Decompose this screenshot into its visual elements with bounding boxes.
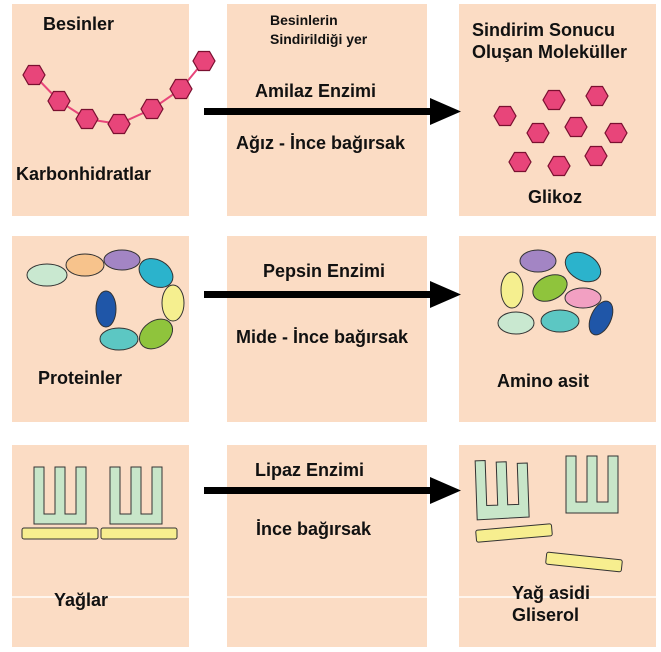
hexagon-icon bbox=[564, 116, 588, 138]
glycerol bbox=[475, 523, 553, 543]
hexagon-icon bbox=[22, 64, 46, 86]
hexagon-icon bbox=[140, 98, 164, 120]
amino-acid bbox=[500, 271, 524, 309]
hexagon-icon bbox=[107, 113, 131, 135]
fatty-acid bbox=[33, 466, 87, 525]
hexagon-icon bbox=[526, 122, 550, 144]
amino-acid bbox=[519, 249, 557, 273]
glycerol bbox=[100, 527, 178, 540]
amino-acid bbox=[497, 311, 535, 335]
digestion-place: İnce bağırsak bbox=[256, 519, 372, 539]
enzyme-label: Pepsin Enzimi bbox=[263, 261, 386, 281]
amino-acid bbox=[99, 327, 139, 351]
hexagon-icon bbox=[75, 108, 99, 130]
food-label: Proteinler bbox=[38, 368, 123, 388]
fatty-acid bbox=[565, 455, 619, 514]
digestion-place: Ağız - İnce bağırsak bbox=[236, 133, 406, 153]
arrow-icon bbox=[204, 281, 461, 308]
hexagon-icon bbox=[585, 85, 609, 107]
glucose-molecules bbox=[493, 85, 628, 177]
food-label: Yağlar bbox=[54, 590, 109, 610]
hexagon-icon bbox=[508, 151, 532, 173]
hexagon-icon bbox=[192, 50, 216, 72]
amino-acid bbox=[532, 274, 568, 302]
enzyme-label: Lipaz Enzimi bbox=[255, 460, 365, 480]
amino-acid bbox=[564, 251, 602, 283]
fat-molecules bbox=[21, 466, 178, 540]
result-label: Glikoz bbox=[528, 187, 583, 207]
arrow-icon bbox=[204, 477, 461, 504]
fatty-acid bbox=[474, 459, 530, 521]
header-result-line2: Oluşan Moleküller bbox=[472, 42, 628, 62]
header-result-line1: Sindirim Sonucu bbox=[472, 20, 616, 40]
header-place-line2: Sindirildiği yer bbox=[270, 31, 368, 47]
amino-acid bbox=[138, 258, 174, 288]
protein-chain bbox=[26, 249, 185, 351]
glycerol bbox=[545, 551, 623, 573]
amino-acid bbox=[588, 300, 614, 336]
amino-acid bbox=[540, 309, 580, 333]
amino-acid bbox=[564, 287, 602, 309]
hexagon-icon bbox=[47, 90, 71, 112]
header-place-line1: Besinlerin bbox=[270, 12, 338, 28]
arrow-icon bbox=[204, 98, 461, 125]
result-label-line2: Gliserol bbox=[512, 605, 580, 625]
header-foods: Besinler bbox=[43, 14, 115, 34]
divider-fats bbox=[12, 596, 656, 598]
hexagon-icon bbox=[542, 89, 566, 111]
amino-acids bbox=[497, 249, 614, 336]
fatty-acid bbox=[109, 466, 163, 525]
carbohydrate-chain bbox=[22, 50, 216, 135]
amino-acid bbox=[95, 290, 117, 328]
panel-place-proteins bbox=[227, 236, 427, 422]
food-label: Karbonhidratlar bbox=[16, 164, 152, 184]
amino-acid bbox=[138, 318, 174, 350]
hexagon-icon bbox=[604, 122, 628, 144]
amino-acid bbox=[161, 284, 185, 322]
panel-place-fats bbox=[227, 445, 427, 647]
hexagon-icon bbox=[169, 78, 193, 100]
glycerol bbox=[21, 527, 99, 540]
hexagon-icon bbox=[584, 145, 608, 167]
result-label: Amino asit bbox=[497, 371, 590, 391]
panel-result-fats bbox=[459, 445, 656, 647]
enzyme-label: Amilaz Enzimi bbox=[255, 81, 377, 101]
hexagon-icon bbox=[493, 105, 517, 127]
fat-products bbox=[474, 455, 623, 573]
amino-acid bbox=[103, 249, 141, 271]
amino-acid bbox=[65, 253, 105, 277]
amino-acid bbox=[26, 263, 68, 287]
hexagon-icon bbox=[547, 155, 571, 177]
result-label-line1: Yağ asidi bbox=[512, 583, 591, 603]
digestion-place: Mide - İnce bağırsak bbox=[236, 327, 409, 347]
